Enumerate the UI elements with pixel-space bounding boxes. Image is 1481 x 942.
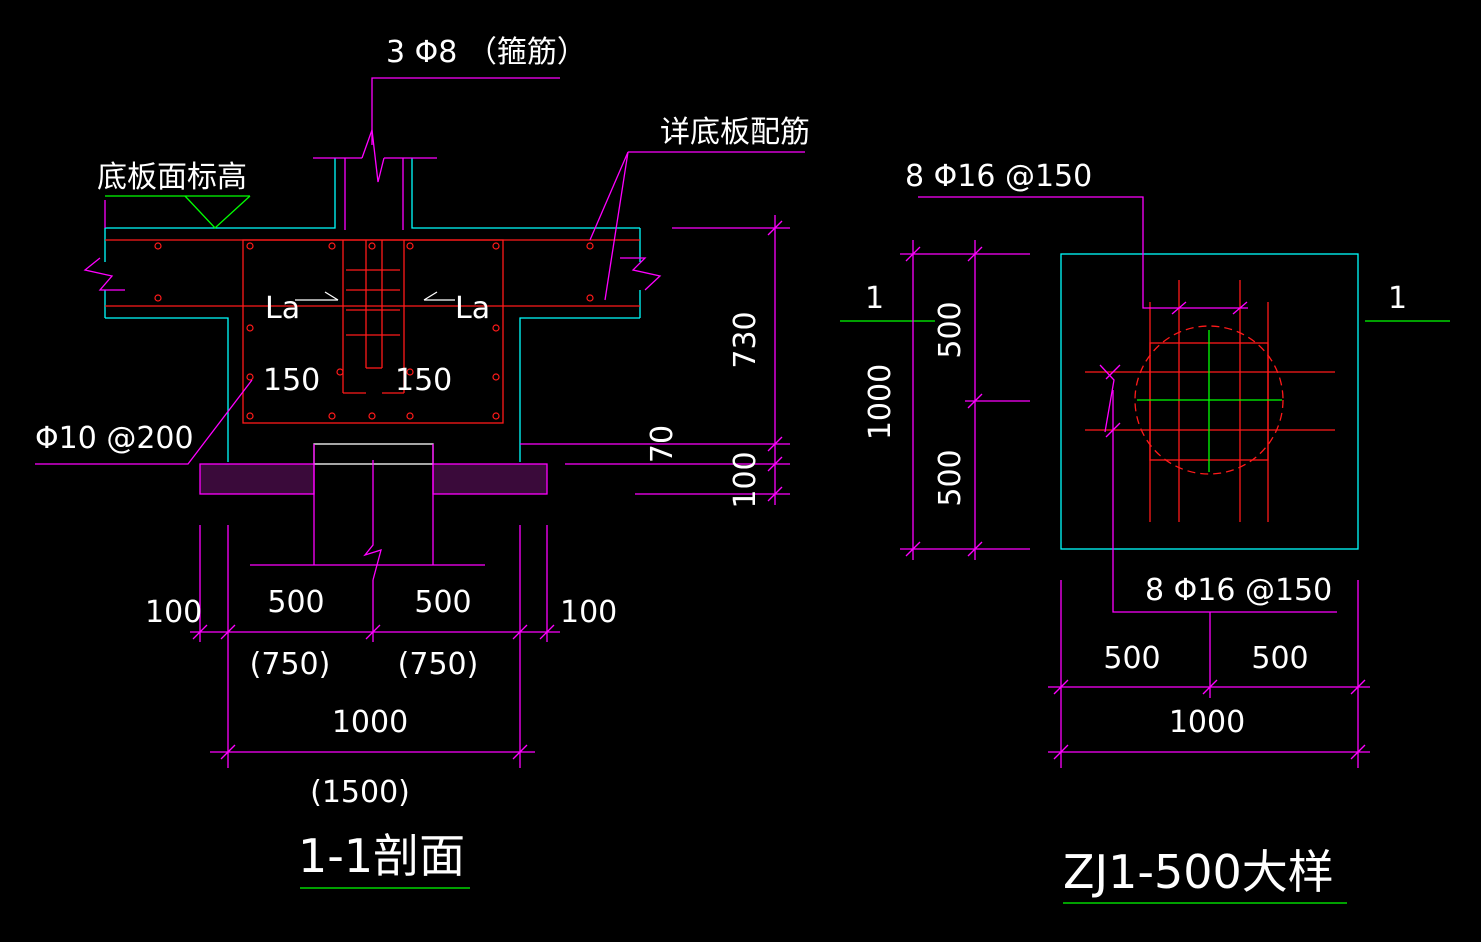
rebar-bottom-leader <box>1112 390 1337 613</box>
dim-v-500-top: 500 <box>933 301 968 358</box>
dim-h-500-right: 500 <box>1251 641 1308 676</box>
dim-70: 70 <box>645 425 680 463</box>
dim-1000: 1000 <box>332 705 408 740</box>
dim-1500: (1500) <box>310 775 410 810</box>
slab-top-elevation-label: 底板面标高 <box>97 160 247 195</box>
anchor-label-left: La <box>265 291 300 326</box>
stirrup-label: 3 Φ8 （箍筋） <box>386 35 587 70</box>
stirrup-leader <box>371 77 560 145</box>
dim-h-1000: 1000 <box>1169 705 1245 740</box>
dim-v-500-bottom: 500 <box>933 449 968 506</box>
anchor-label-right: La <box>455 291 490 326</box>
dim-h-500-left: 500 <box>1103 641 1160 676</box>
section-1-1: 3 Φ8 （箍筋） <box>35 35 810 889</box>
rebar-top-arrow-left <box>1099 364 1115 433</box>
dim-v-1000: 1000 <box>863 364 898 440</box>
wall-top <box>313 129 437 230</box>
slab-rebar-leader <box>589 151 805 301</box>
section-mark-left: 1 <box>865 281 884 316</box>
dim-500-right: 500 <box>414 585 471 620</box>
dim-730: 730 <box>728 311 763 368</box>
detail-title: ZJ1-500大样 <box>1063 845 1334 899</box>
slab-rebar-label: 详底板配筋 <box>660 115 810 150</box>
slab-top-elevation-mark <box>104 195 251 229</box>
zj1-detail: 8 Φ16 @150 8 Φ16 @150 1 1 500 500 1000 <box>840 159 1450 904</box>
rebar-top-leader <box>918 196 1248 309</box>
slab-rebar <box>105 239 640 424</box>
rebar-dots <box>154 242 594 420</box>
rebar-grid <box>1085 280 1335 522</box>
dim-100-left: 100 <box>145 595 202 630</box>
dim-100-right: 100 <box>560 595 617 630</box>
dist-rebar-leader <box>35 379 253 465</box>
anchor-arrows <box>295 291 455 301</box>
dist-rebar-label: Φ10 @200 <box>35 421 194 456</box>
dim-100-vertical: 100 <box>728 451 763 508</box>
bottom-dimensions <box>190 525 560 768</box>
dim-750-right: (750) <box>398 647 479 682</box>
dim-150-left: 150 <box>263 363 320 398</box>
dim-750-left: (750) <box>250 647 331 682</box>
detail-horizontal-dimensions <box>1048 580 1370 768</box>
section-title: 1-1剖面 <box>298 829 465 883</box>
break-line-left <box>83 257 125 291</box>
rebar-bottom-label: 8 Φ16 @150 <box>1145 573 1332 608</box>
concrete-outline <box>104 158 641 462</box>
vertical-dimensions <box>520 215 790 505</box>
section-mark-right: 1 <box>1388 281 1407 316</box>
dim-150-right: 150 <box>395 363 452 398</box>
break-line-right <box>620 257 662 291</box>
detail-vertical-dimensions <box>900 240 1030 560</box>
pile <box>250 443 485 581</box>
cushion-layer <box>199 463 548 495</box>
pile-cap-outline <box>1060 253 1359 550</box>
dim-500-left: 500 <box>267 585 324 620</box>
rebar-top-label: 8 Φ16 @150 <box>905 159 1092 194</box>
